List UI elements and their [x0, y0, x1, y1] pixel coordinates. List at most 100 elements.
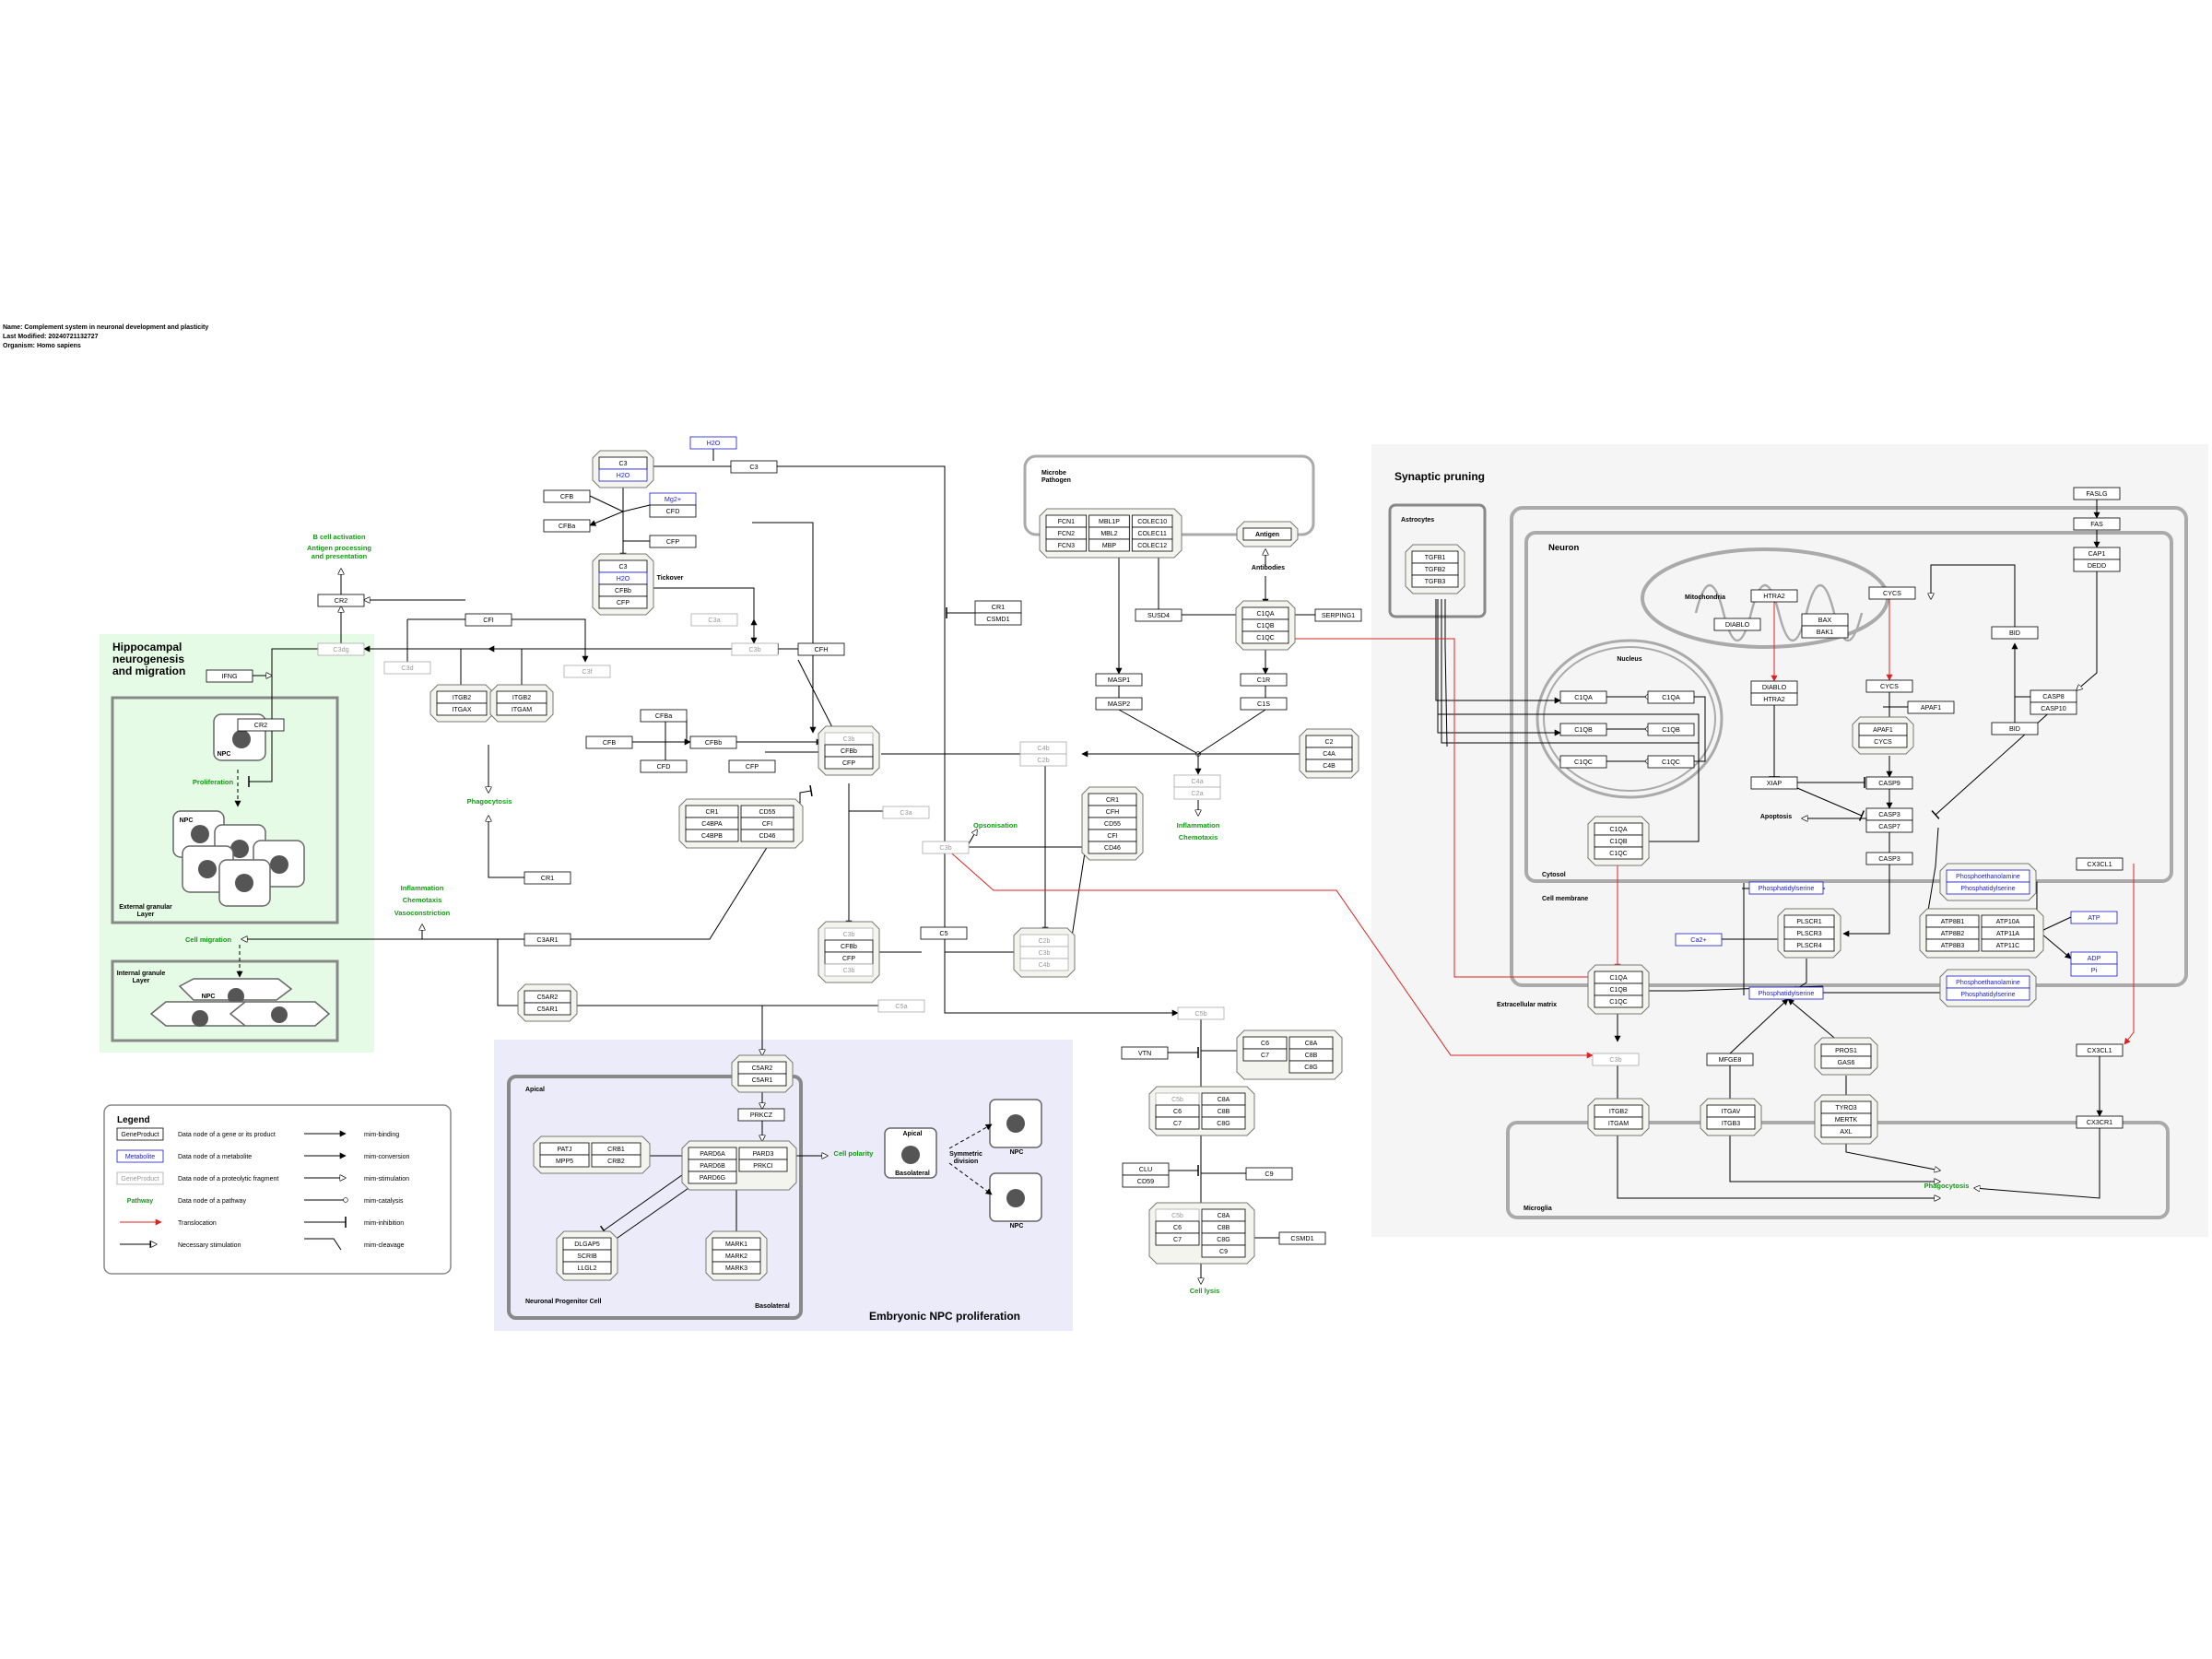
gene-node-xiap[interactable]: XIAP: [1750, 776, 1798, 790]
node-box[interactable]: [2073, 487, 2121, 500]
complex-member-box[interactable]: [1088, 538, 1130, 552]
complex-member-box[interactable]: [598, 595, 648, 609]
node-box[interactable]: [1748, 881, 1824, 895]
node-box[interactable]: [1865, 819, 1913, 833]
fragment-node-c3b[interactable]: C3b: [1592, 1053, 1640, 1066]
gene-node-vtn[interactable]: VTN: [1121, 1046, 1169, 1060]
complex-member-box[interactable]: [1858, 735, 1908, 748]
node-box[interactable]: [922, 841, 970, 854]
node-box[interactable]: [1801, 625, 1849, 639]
node-box[interactable]: [1706, 1053, 1754, 1066]
gene-node-susd4[interactable]: SUSD4: [1135, 608, 1182, 622]
complex-member-box[interactable]: [737, 1073, 787, 1087]
complex-member-box[interactable]: [1925, 938, 1980, 952]
complex-member-box[interactable]: [1155, 1232, 1200, 1246]
pathway-label-cell-migration[interactable]: Cell migration: [185, 935, 231, 944]
pathway-label-opsonisation[interactable]: Opsonisation: [973, 821, 1018, 830]
node-box[interactable]: [1019, 753, 1067, 767]
node-box[interactable]: [1240, 673, 1288, 687]
gene-node-mfge8[interactable]: MFGE8: [1706, 1053, 1754, 1066]
gene-node-cr1[interactable]: CR1: [524, 871, 571, 885]
pathway-label-phagocytosis[interactable]: Phagocytosis: [1924, 1182, 1970, 1190]
gene-node-casp8[interactable]: CASP8: [2030, 689, 2077, 703]
complex-member-box[interactable]: [688, 1171, 737, 1184]
complex-member-box[interactable]: [1288, 1060, 1334, 1074]
fragment-node-c5b[interactable]: C5b: [1177, 1006, 1225, 1020]
gene-node-cx3cr1[interactable]: CX3CR1: [2076, 1115, 2124, 1129]
node-box[interactable]: [1675, 933, 1723, 947]
node-box[interactable]: [206, 669, 253, 683]
node-box[interactable]: [1559, 690, 1607, 704]
gene-node-cr1[interactable]: CR1: [974, 600, 1022, 614]
node-box[interactable]: [543, 519, 591, 533]
complex[interactable]: Antigen: [1236, 521, 1299, 547]
node-box[interactable]: [1559, 723, 1607, 736]
node-box[interactable]: [317, 642, 365, 656]
node-box[interactable]: [2076, 857, 2124, 871]
gene-node-casp3[interactable]: CASP3: [1865, 852, 1913, 865]
node-box[interactable]: [649, 535, 697, 548]
node-box[interactable]: [920, 926, 968, 940]
fragment-node-c5a[interactable]: C5a: [877, 999, 925, 1013]
gene-node-c1qb[interactable]: C1QB: [1647, 723, 1695, 736]
node-box[interactable]: [563, 665, 611, 678]
gene-node-csmd1[interactable]: CSMD1: [1278, 1231, 1326, 1245]
gene-node-bid[interactable]: BID: [1991, 626, 2039, 640]
complex-member-box[interactable]: [1820, 1124, 1872, 1138]
complex-member-box[interactable]: [1045, 538, 1088, 552]
gene-node-casp3[interactable]: CASP3: [1865, 807, 1913, 821]
gene-node-faslg[interactable]: FASLG: [2073, 487, 2121, 500]
node-box[interactable]: [1592, 1053, 1640, 1066]
node-box[interactable]: [689, 735, 737, 749]
complex-member-box[interactable]: [1201, 1116, 1246, 1130]
fragment-node-c3b[interactable]: C3b: [731, 642, 779, 656]
complex-member-box[interactable]: [1242, 1048, 1288, 1062]
complex-member-box[interactable]: [496, 702, 547, 716]
complex-member-box[interactable]: [740, 829, 794, 842]
node-box[interactable]: [731, 642, 779, 656]
gene-node-c1r[interactable]: C1R: [1240, 673, 1288, 687]
complex-member-box[interactable]: [1242, 527, 1292, 541]
node-box[interactable]: [317, 594, 365, 607]
node-box[interactable]: [649, 504, 697, 518]
complex-member-box[interactable]: [1706, 1116, 1756, 1130]
fragment-node-c4b[interactable]: C4b: [1019, 741, 1067, 755]
pathway-label-phagocytosis[interactable]: Phagocytosis: [467, 797, 512, 806]
complex-member-box[interactable]: [1820, 1055, 1872, 1069]
gene-node-cfd[interactable]: CFD: [649, 504, 697, 518]
node-box[interactable]: [543, 489, 591, 503]
node-box[interactable]: [2073, 517, 2121, 531]
node-box[interactable]: [1865, 776, 1913, 790]
gene-node-cfba[interactable]: CFBa: [543, 519, 591, 533]
gene-node-csmd1[interactable]: CSMD1: [974, 612, 1022, 626]
gene-node-cfp[interactable]: CFP: [728, 759, 776, 773]
node-box[interactable]: [524, 933, 571, 947]
gene-node-c1qc[interactable]: C1QC: [1647, 755, 1695, 769]
complex-member-box[interactable]: [1594, 846, 1643, 860]
fragment-node-c2a[interactable]: C2a: [1173, 786, 1221, 800]
gene-node-cr2[interactable]: CR2: [317, 594, 365, 607]
node-box[interactable]: [1647, 755, 1695, 769]
gene-node-cx3cl1[interactable]: CX3CL1: [2076, 1043, 2124, 1057]
complex-member-box[interactable]: [1305, 759, 1353, 772]
fragment-node-c4a[interactable]: C4a: [1173, 774, 1221, 788]
pathway-label-inflammation[interactable]: Inflammation: [401, 884, 444, 892]
node-box[interactable]: [1173, 786, 1221, 800]
node-box[interactable]: [730, 460, 778, 474]
node-box[interactable]: [1135, 608, 1182, 622]
complex-member-box[interactable]: [1155, 1116, 1200, 1130]
pathway-label-antigen-processing[interactable]: Antigen processing: [307, 544, 371, 552]
complex-member-box[interactable]: [1594, 1116, 1643, 1130]
node-box[interactable]: [1647, 690, 1695, 704]
